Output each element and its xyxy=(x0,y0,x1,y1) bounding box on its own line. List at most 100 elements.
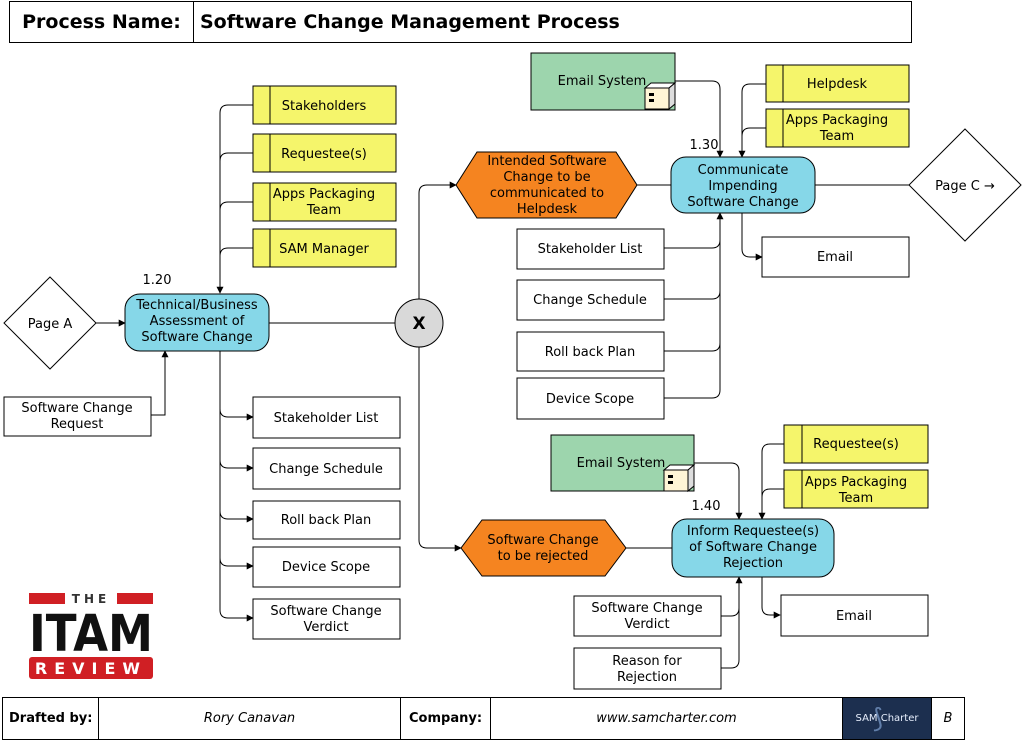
process-name: Software Change Management Process xyxy=(200,11,620,33)
drafted-value-cell: Rory Canavan xyxy=(99,698,401,739)
output-email-140-label: Email xyxy=(836,609,872,624)
header-bar: Process Name: Software Change Management… xyxy=(9,1,912,43)
role-apps-packaging: Apps Packaging Team xyxy=(252,182,397,222)
input-stakeholder-list-1-30: Stakeholder List xyxy=(516,228,665,270)
process-1-20-line2: Assessment of xyxy=(150,314,245,329)
brand-dna-icon: ⟆ xyxy=(873,704,884,734)
company-value-cell: www.samcharter.com xyxy=(491,698,842,739)
role-sam-manager: SAM Manager xyxy=(252,228,397,268)
output-email-1-30: Email xyxy=(761,236,910,278)
page-a-connector[interactable]: Page A xyxy=(3,276,97,370)
output-roll-back-plan: Roll back Plan xyxy=(252,500,401,540)
email-system-1-30: Email System xyxy=(530,52,677,111)
role-apps-140-line1: Apps Packaging xyxy=(805,475,907,490)
output-email-130-label: Email xyxy=(817,250,853,265)
role-stakeholders-label: Stakeholders xyxy=(282,99,367,114)
output-device-scope-label: Device Scope xyxy=(282,560,370,575)
connectors xyxy=(96,80,910,669)
output-device-scope: Device Scope xyxy=(252,546,401,588)
process-1-20[interactable]: 1.20 Technical/Business Assessment of So… xyxy=(124,273,270,352)
request-line-1: Software Change xyxy=(21,401,132,416)
output-roll-back-plan-label: Roll back Plan xyxy=(281,513,371,528)
input-140-verdict-line1: Software Change xyxy=(591,601,702,616)
process-1-40-line1: Inform Requestee(s) xyxy=(687,524,819,539)
process-1-30[interactable]: 1.30 Communicate Impending Software Chan… xyxy=(670,138,816,214)
role-apps-packaging-line2: Team xyxy=(306,203,341,218)
page-letter-cell: B xyxy=(932,698,964,739)
process-label: Process Name: xyxy=(22,11,181,33)
page-c-label: Page C → xyxy=(935,179,995,194)
event-communicate-line3: communicated to xyxy=(490,186,604,201)
company-label: Company: xyxy=(409,711,483,726)
email-system-1-30-label: Email System xyxy=(558,74,647,89)
process-1-30-line3: Software Change xyxy=(687,195,798,210)
input-reason-1-40: Reason for Rejection xyxy=(573,647,722,690)
output-stakeholder-list: Stakeholder List xyxy=(252,396,401,439)
drafted-label-cell: Drafted by: xyxy=(3,698,99,739)
process-1-40-line2: of Software Change xyxy=(689,540,817,555)
input-140-verdict-line2: Verdict xyxy=(624,617,669,632)
process-1-20-line1: Technical/Business xyxy=(135,298,258,313)
software-change-request: Software Change Request xyxy=(3,396,152,437)
brand-label: SAM Charter xyxy=(855,713,919,724)
page-c-connector[interactable]: Page C → xyxy=(908,128,1022,242)
role-helpdesk: Helpdesk xyxy=(765,64,910,103)
event-communicate-line1: Intended Software xyxy=(487,154,606,169)
process-1-30-line2: Impending xyxy=(708,179,777,194)
event-to-be-rejected[interactable]: Software Change to be rejected xyxy=(460,519,627,577)
event-reject-line1: Software Change xyxy=(487,533,598,548)
output-stakeholder-list-label: Stakeholder List xyxy=(274,411,379,426)
input-140-reason-line1: Reason for xyxy=(612,654,682,669)
email-system-1-40-label: Email System xyxy=(577,456,666,471)
process-1-20-line3: Software Change xyxy=(141,330,252,345)
request-line-2: Request xyxy=(51,417,104,432)
role-stakeholders: Stakeholders xyxy=(252,85,397,125)
role-helpdesk-label: Helpdesk xyxy=(807,77,868,92)
role-apps-packaging-1-30: Apps Packaging Team xyxy=(765,108,910,148)
footer-bar: Drafted by: Rory Canavan Company: www.sa… xyxy=(2,697,965,740)
event-communicate-line2: Change to be xyxy=(503,170,590,185)
input-130-device-label: Device Scope xyxy=(546,392,634,407)
server-icon xyxy=(662,463,696,493)
event-intended-change[interactable]: Intended Software Change to be communica… xyxy=(455,151,638,219)
drafted-value: Rory Canavan xyxy=(203,711,296,726)
role-apps-140-line2: Team xyxy=(838,491,873,506)
output-change-schedule: Change Schedule xyxy=(252,447,401,490)
process-1-30-number: 1.30 xyxy=(690,138,719,153)
page-a-label: Page A xyxy=(28,317,73,332)
process-label-cell: Process Name: xyxy=(10,2,194,42)
process-1-40[interactable]: 1.40 Inform Requestee(s) of Software Cha… xyxy=(671,499,835,578)
role-apps-130-line1: Apps Packaging xyxy=(786,113,888,128)
logo-the: THE xyxy=(72,592,110,606)
role-requestees: Requestee(s) xyxy=(252,133,397,173)
output-verdict-line2: Verdict xyxy=(303,620,348,635)
drafted-label: Drafted by: xyxy=(9,711,93,726)
process-name-cell: Software Change Management Process xyxy=(194,2,911,42)
input-140-reason-line2: Rejection xyxy=(617,670,677,685)
input-change-schedule-1-30: Change Schedule xyxy=(516,279,665,321)
process-1-40-number: 1.40 xyxy=(692,499,721,514)
exclusive-gateway[interactable]: X xyxy=(394,298,444,348)
sam-charter-brand: ⟆ SAM Charter xyxy=(842,698,932,739)
server-icon xyxy=(643,81,677,111)
role-requestees-label: Requestee(s) xyxy=(281,147,367,162)
role-sam-manager-label: SAM Manager xyxy=(279,242,369,257)
event-communicate-line4: Helpdesk xyxy=(517,202,578,217)
gateway-label: X xyxy=(412,314,425,334)
page-letter: B xyxy=(943,711,953,726)
process-1-40-line3: Rejection xyxy=(723,556,783,571)
role-apps-130-line2: Team xyxy=(819,129,854,144)
event-reject-line2: to be rejected xyxy=(498,549,589,564)
role-requestees-1-40: Requestee(s) xyxy=(783,424,929,464)
role-requestees-140-label: Requestee(s) xyxy=(813,437,899,452)
output-email-1-40: Email xyxy=(780,594,929,637)
process-1-20-number: 1.20 xyxy=(143,273,172,288)
itam-review-logo: THE ITAM REVIEW xyxy=(29,592,153,679)
input-130-schedule-label: Change Schedule xyxy=(533,293,647,308)
role-apps-packaging-1-40: Apps Packaging Team xyxy=(783,469,929,509)
role-apps-packaging-line1: Apps Packaging xyxy=(273,187,375,202)
logo-review: REVIEW xyxy=(35,659,147,678)
company-label-cell: Company: xyxy=(401,698,491,739)
input-130-rollback-label: Roll back Plan xyxy=(545,345,635,360)
